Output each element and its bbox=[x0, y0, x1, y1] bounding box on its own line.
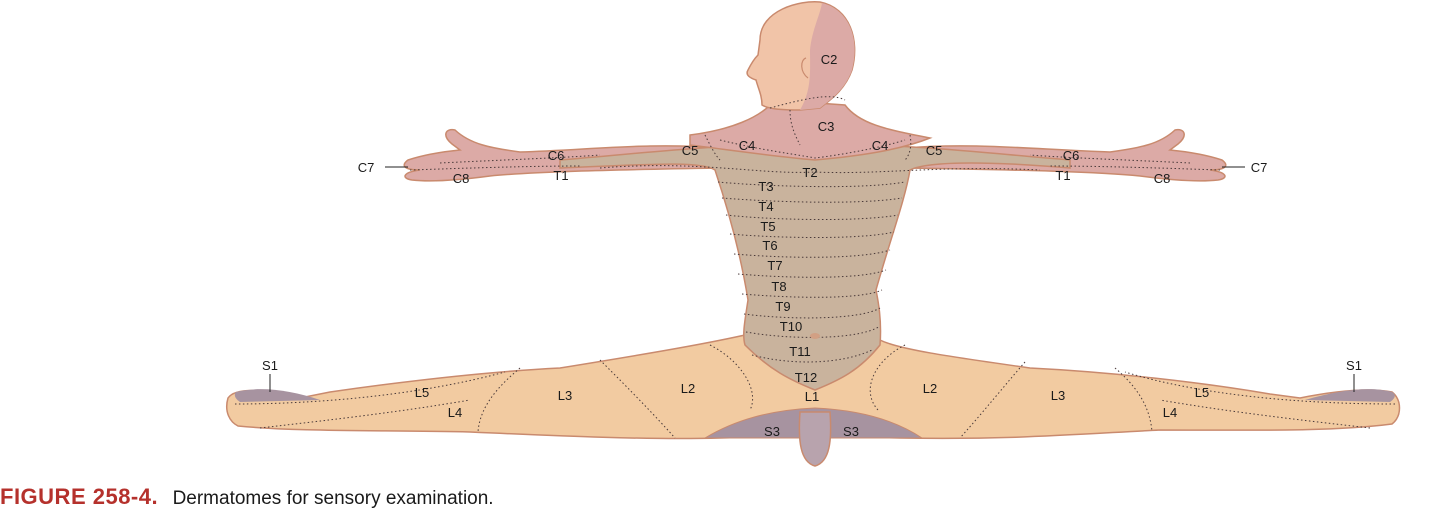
label-c6-right: C6 bbox=[1063, 148, 1080, 163]
label-s3-left: S3 bbox=[764, 424, 780, 439]
label-t5: T5 bbox=[760, 219, 775, 234]
label-l3-left: L3 bbox=[558, 388, 572, 403]
label-t2: T2 bbox=[802, 165, 817, 180]
label-c5-right: C5 bbox=[926, 143, 943, 158]
label-l4-right: L4 bbox=[1163, 405, 1177, 420]
label-t11: T11 bbox=[789, 344, 810, 359]
label-t1-left: T1 bbox=[553, 168, 568, 183]
dermatome-figure: C2 C3 C4 C4 C5 C5 C6 C6 C7 C7 C8 C8 T1 T… bbox=[0, 0, 1432, 480]
figure-caption: FIGURE 258-4. Dermatomes for sensory exa… bbox=[0, 484, 494, 512]
label-l2-right: L2 bbox=[923, 381, 937, 396]
label-t12: T12 bbox=[795, 370, 817, 385]
label-c4-right: C4 bbox=[872, 138, 889, 153]
label-c4-left: C4 bbox=[739, 138, 756, 153]
label-l4-left: L4 bbox=[448, 405, 462, 420]
label-c8-right: C8 bbox=[1154, 171, 1171, 186]
label-c6-left: C6 bbox=[548, 148, 565, 163]
label-c7-left: C7 bbox=[358, 160, 375, 175]
genitals bbox=[799, 412, 830, 466]
label-t8: T8 bbox=[771, 279, 786, 294]
label-s1-right: S1 bbox=[1346, 358, 1362, 373]
label-t7: T7 bbox=[767, 258, 782, 273]
caption-label: FIGURE 258-4. bbox=[0, 484, 158, 509]
label-s3-right: S3 bbox=[843, 424, 859, 439]
label-c8-left: C8 bbox=[453, 171, 470, 186]
torso-region bbox=[560, 146, 1070, 390]
umbilicus bbox=[810, 333, 820, 339]
label-s1-left: S1 bbox=[262, 358, 278, 373]
label-c3: C3 bbox=[818, 119, 835, 134]
label-l1: L1 bbox=[805, 389, 819, 404]
s1-left-region bbox=[235, 389, 320, 402]
label-c7-right: C7 bbox=[1251, 160, 1268, 175]
label-t4: T4 bbox=[758, 199, 773, 214]
label-l5-right: L5 bbox=[1195, 385, 1209, 400]
label-t6: T6 bbox=[762, 238, 777, 253]
label-l2-left: L2 bbox=[681, 381, 695, 396]
label-c2: C2 bbox=[821, 52, 838, 67]
caption-text: Dermatomes for sensory examination. bbox=[173, 488, 494, 509]
label-t10: T10 bbox=[780, 319, 802, 334]
label-t1-right: T1 bbox=[1055, 168, 1070, 183]
label-t9: T9 bbox=[775, 299, 790, 314]
label-l3-right: L3 bbox=[1051, 388, 1065, 403]
label-c5-left: C5 bbox=[682, 143, 699, 158]
label-l5-left: L5 bbox=[415, 385, 429, 400]
label-t3: T3 bbox=[758, 179, 773, 194]
